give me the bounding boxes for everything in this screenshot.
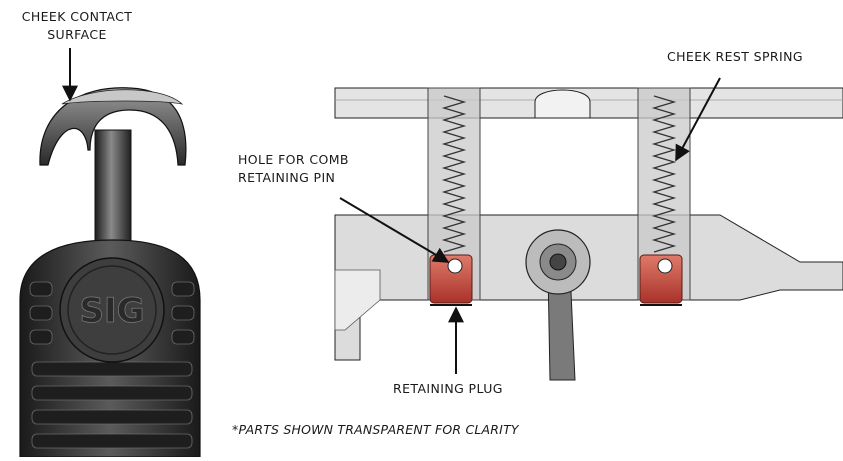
stock-notch — [334, 269, 381, 331]
stock-cross-section — [334, 87, 843, 381]
right-pin-hole — [657, 258, 673, 274]
comb-ribs — [29, 281, 195, 449]
left-spring — [441, 95, 467, 253]
label-hole-line2: RETAINING PIN — [238, 170, 336, 185]
cheek-contact-cap — [39, 87, 187, 166]
label-hole-line1: HOLE FOR COMB — [238, 152, 349, 167]
stock-body — [334, 214, 843, 361]
footnote-transparent: *PARTS SHOWN TRANSPARENT FOR CLARITY — [232, 422, 519, 437]
cheek-shaft — [94, 129, 132, 246]
rail-arch — [534, 89, 591, 119]
label-hole: HOLE FOR COMB RETAINING PIN — [238, 151, 349, 187]
arrow-cheek-spring — [675, 77, 721, 162]
label-retaining-plug: RETAINING PLUG — [393, 381, 503, 396]
cheek-cap-top — [61, 89, 184, 105]
label-cheek-contact: CHEEK CONTACT SURFACE — [2, 8, 152, 44]
sig-logo-disc — [59, 257, 165, 363]
left-spring-coil — [441, 95, 467, 253]
arrow-hole — [339, 197, 450, 263]
label-cheek-rest-spring: CHEEK REST SPRING — [667, 49, 803, 64]
right-spring-coil — [651, 95, 677, 253]
label-cheek-contact-line2: SURFACE — [47, 27, 107, 42]
right-spring — [651, 95, 677, 253]
left-pin-hole — [447, 258, 463, 274]
comb-assembly: SIG — [19, 87, 201, 458]
label-cheek-contact-line1: CHEEK CONTACT — [21, 9, 133, 24]
sig-logo-text: SIG — [79, 291, 144, 331]
